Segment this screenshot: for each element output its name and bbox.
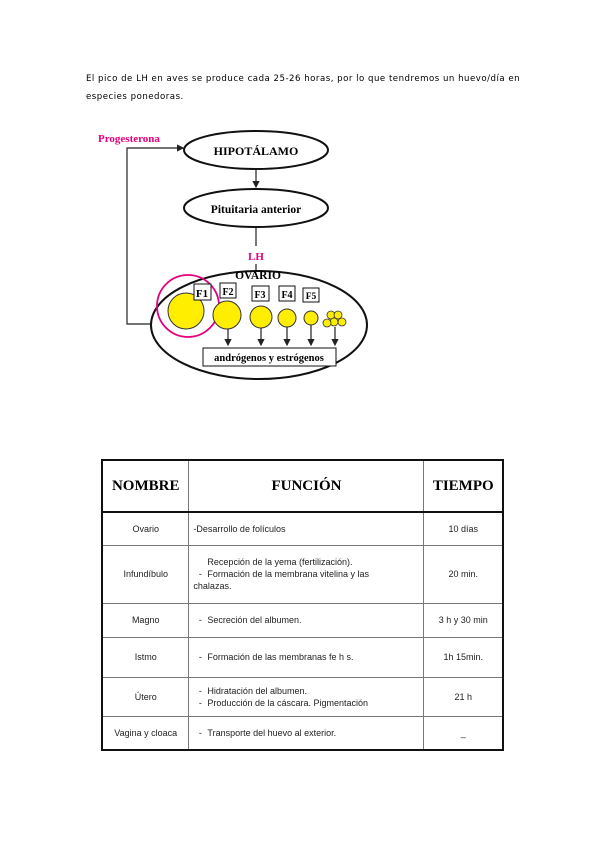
ovario-label: OVARIO: [235, 270, 281, 282]
follicle-label-f5: F5: [306, 292, 317, 302]
table-row: Útero -Hidratación del albumen. -Producc…: [101, 676, 505, 717]
feedback-line: [126, 144, 185, 325]
follicle-label-f4: F4: [281, 290, 292, 301]
cell-tiempo: 10 días: [423, 511, 505, 546]
cell-tiempo: _: [423, 715, 505, 751]
small-follicles-cluster: [322, 310, 347, 328]
cell-nombre: Ovario: [101, 511, 190, 546]
hormones-label: andrógenos y estrógenos: [214, 353, 324, 364]
follicle-label-f3: F3: [254, 290, 265, 301]
hipotalamo-label: HIPOTÁLAMO: [214, 144, 299, 158]
cell-nombre: Istmo: [101, 636, 190, 678]
oviduct-table: NOMBRE FUNCIÓN TIEMPO Ovario -Desarrollo…: [101, 459, 505, 751]
header-funcion: FUNCIÓN: [188, 459, 425, 513]
cell-funcion: -Desarrollo de folículos: [188, 511, 425, 546]
follicle-f5: [303, 310, 319, 326]
lh-label: LH: [248, 251, 264, 263]
cell-funcion: Recepción de la yema (fertilización). -F…: [188, 544, 425, 604]
follicle-label-f1: F1: [196, 288, 208, 300]
cell-funcion: -Transporte del huevo al exterior.: [188, 715, 425, 751]
cell-tiempo: 3 h y 30 min: [423, 602, 505, 638]
cell-tiempo: 20 min.: [423, 544, 505, 604]
table-row: Ovario -Desarrollo de folículos 10 días: [101, 511, 505, 546]
cell-nombre: Infundíbulo: [101, 544, 190, 604]
follicle-f3: [249, 305, 273, 329]
progesterona-label: Progesterona: [98, 133, 160, 145]
intro-paragraph: El pico de LH en aves se produce cada 25…: [86, 74, 521, 102]
table-row: Vagina y cloaca -Transporte del huevo al…: [101, 715, 505, 751]
table-row: Istmo -Formación de las membranas fe h s…: [101, 636, 505, 678]
header-tiempo: TIEMPO: [423, 459, 505, 513]
pituitaria-label: Pituitaria anterior: [211, 204, 301, 216]
cell-funcion: -Hidratación del albumen. -Producción de…: [188, 676, 425, 717]
header-nombre: NOMBRE: [101, 459, 190, 513]
table-row: Magno -Secreción del albumen. 3 h y 30 m…: [101, 602, 505, 638]
cell-nombre: Magno: [101, 602, 190, 638]
cell-nombre: Vagina y cloaca: [101, 715, 190, 751]
cell-nombre: Útero: [101, 676, 190, 717]
follicle-f2: [212, 300, 242, 330]
cell-tiempo: 21 h: [423, 676, 505, 717]
table-row: Infundíbulo Recepción de la yema (fertil…: [101, 544, 505, 604]
follicle-f4: [277, 308, 297, 328]
cell-funcion: -Secreción del albumen.: [188, 602, 425, 638]
hormones-box: [202, 347, 337, 367]
follicle-f1: [167, 292, 205, 330]
cell-funcion: -Formación de las membranas fe h s.: [188, 636, 425, 678]
cell-tiempo: 1h 15min.: [423, 636, 505, 678]
follicle-label-f2: F2: [222, 287, 233, 298]
reproductive-diagram: Progesterona HIPOTÁLAMO Pituitaria anter…: [98, 130, 368, 380]
